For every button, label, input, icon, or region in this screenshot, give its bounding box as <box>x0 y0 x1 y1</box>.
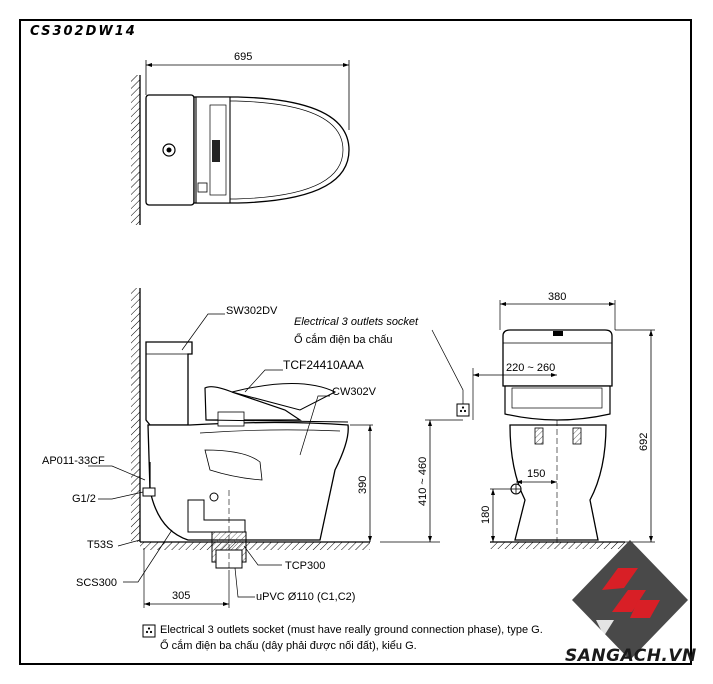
label-tcp300: TCP300 <box>285 560 325 572</box>
tank-side <box>145 341 193 426</box>
top-wall-hatch <box>131 75 140 225</box>
dim-390: 390 <box>357 476 369 494</box>
footnote-vi: Ổ cắm điện ba chấu (dây phải được nối đấ… <box>160 640 417 652</box>
label-scs300: SCS300 <box>76 577 117 589</box>
dim-305: 305 <box>172 590 190 602</box>
label-socket-en: Electrical 3 outlets socket <box>294 316 419 328</box>
socket-icon <box>456 403 470 417</box>
dim-692: 692 <box>638 433 650 451</box>
front-floor-hatch <box>490 542 625 549</box>
dim-220-260: 220 ~ 260 <box>506 362 555 374</box>
drain-fitting <box>187 499 246 533</box>
dim-150: 150 <box>527 468 545 480</box>
label-t53s: T53S <box>87 539 113 551</box>
label-sw302dv: SW302DV <box>226 305 278 317</box>
label-upvc-pipe: uPVC Ø110 (C1,C2) <box>256 591 355 603</box>
top-view: 695 <box>131 51 350 225</box>
label-ap011-33cf: AP011-33CF <box>42 455 105 467</box>
drawing-frame <box>19 19 692 665</box>
dim-380: 380 <box>548 291 566 303</box>
bowl-front <box>509 424 607 541</box>
dim-695: 695 <box>234 51 252 63</box>
model-code: CS302DW14 <box>30 24 137 39</box>
label-g12: G1/2 <box>72 493 96 505</box>
watermark-text: SANGACH.VN <box>565 646 697 666</box>
tank-front <box>502 329 613 387</box>
dim-180: 180 <box>480 506 492 524</box>
side-wall-hatch <box>131 288 140 542</box>
label-socket-vi: Ổ cắm điện ba chấu <box>294 333 392 346</box>
side-floor-hatch <box>140 542 370 550</box>
footnote-en: Electrical 3 outlets socket (must have r… <box>160 624 543 636</box>
dim-410-460: 410 ~ 460 <box>417 457 429 506</box>
bowl-side <box>147 421 349 541</box>
footnote-socket-icon <box>142 624 156 638</box>
sg-logo <box>572 540 688 660</box>
side-view: 305 390 410 ~ 460 SW302DV TCF24410AAA CW… <box>42 288 470 608</box>
label-tcf24410aaa: TCF24410AAA <box>283 358 364 372</box>
label-cw302v: CW302V <box>332 386 377 398</box>
control-panel-icon <box>212 140 220 162</box>
front-view: 380 220 ~ 260 150 180 <box>472 291 655 549</box>
seat-front <box>504 385 611 421</box>
seat-top-outline <box>193 96 350 204</box>
